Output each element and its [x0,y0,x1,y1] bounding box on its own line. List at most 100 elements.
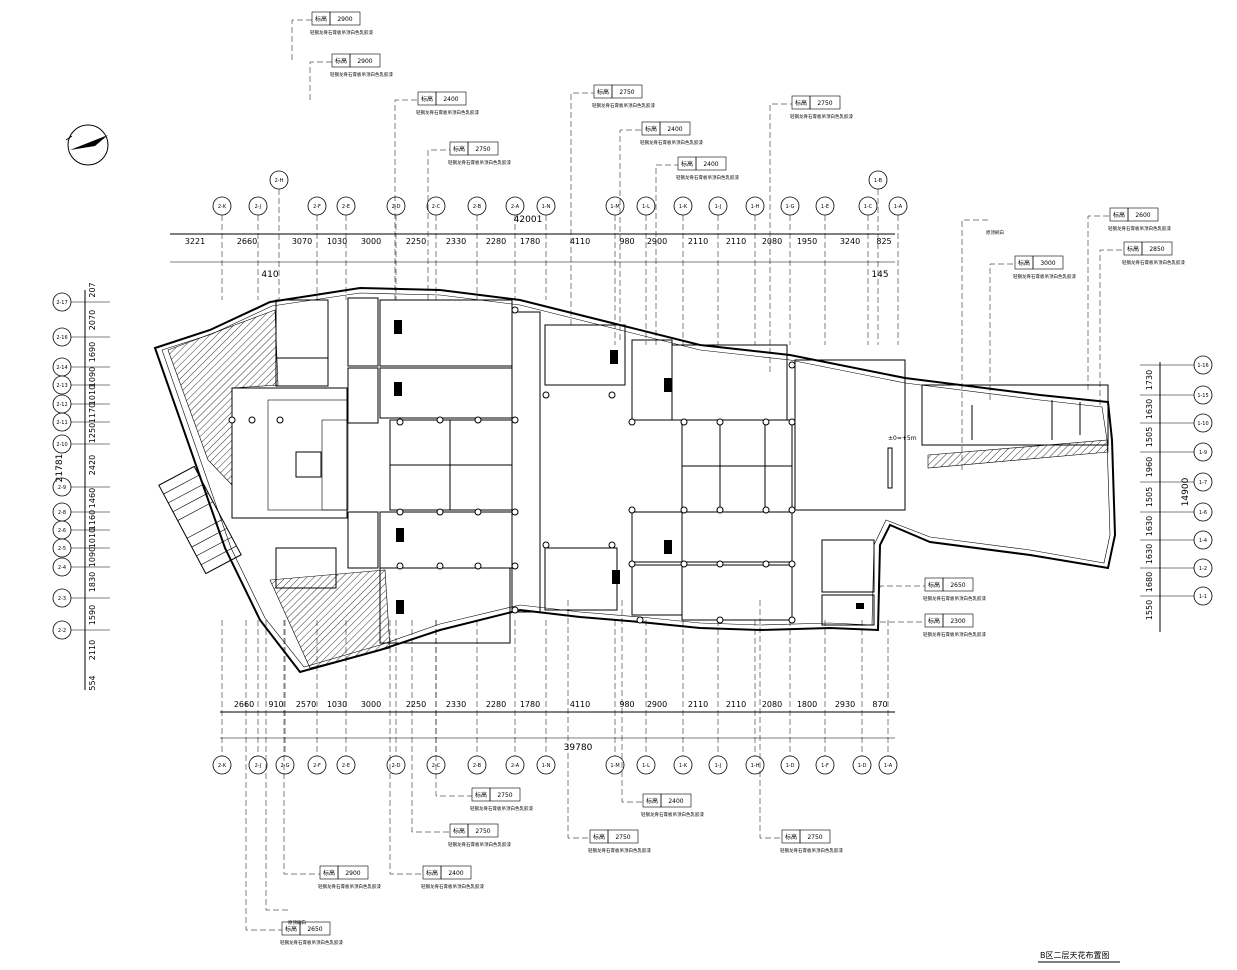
top-callout-tag: 标高 [453,145,465,153]
top-axis-label: 2-B [473,204,482,210]
right-axis-label: 1-15 [1197,393,1208,399]
bottom-axis-label: 2-G [280,763,289,769]
bottom-dimension: 1800 [797,700,817,709]
column-dot [608,541,616,549]
top-callout-value: 3000 [1040,260,1055,267]
top-callout-note: 轻钢龙骨石膏板吊顶白色乳胶漆 [310,29,373,36]
bottom-dimension: 980 [619,700,634,709]
right-axis-group: 1-161-151-101-91-71-61-41-21-11730163015… [1140,355,1213,632]
bottom-callout-value: 2750 [497,792,512,799]
top-sub-dimension-right: 145 [871,270,888,280]
bottom-axis-label: 1-A [884,763,893,769]
bottom-callout-note: 轻钢龙骨石膏板吊顶白色乳胶漆 [588,847,651,854]
right-dimension: 1730 [1145,370,1154,390]
left-axis-label: 2-4 [58,565,66,571]
column-dot [680,418,688,426]
bottom-callout-tag: 标高 [593,833,605,841]
left-axis-label: 2-3 [58,596,66,602]
top-callout-tag: 标高 [795,99,807,107]
column-dot [542,541,550,549]
top-callout-note: 轻钢龙骨石膏板吊顶白色乳胶漆 [640,139,703,146]
left-dimension: 1010 [88,528,97,548]
top-axis-label: 2-E [342,204,350,210]
left-dimension: 1170 [88,403,97,423]
bottom-dimension: 4110 [570,700,590,709]
right-callout-tag: 标高 [928,581,940,589]
bottom-callout-note: 轻钢龙骨石膏板吊顶白色乳胶漆 [318,883,381,890]
bottom-dimension: 3000 [361,700,381,709]
bottom-dimension: 1780 [520,700,540,709]
top-dimension: 2660 [237,237,257,246]
column-dot [511,508,519,516]
left-axis-label: 2-13 [56,383,67,389]
left-dimension: 1160 [88,510,97,530]
top-axis-label: 2-K [218,204,227,210]
column-dot [436,562,444,570]
left-axis-label: 2-10 [56,442,67,448]
top-total-dimension: 42001 [514,215,543,225]
top-dimension: 2900 [647,237,667,246]
left-axis-label: 2-9 [58,485,66,491]
left-axis-label: 2-16 [56,335,67,341]
bottom-dimension: 910 [268,700,283,709]
column-dot [716,506,724,514]
top-callout-tag: 标高 [421,95,433,103]
bottom-callout-note: 轻钢龙骨石膏板吊顶白色乳胶漆 [470,805,533,812]
left-dimension: 1460 [88,488,97,508]
top-axis-label: 2-H [275,178,284,184]
top-callout-value: 2400 [703,161,718,168]
column-dot [788,506,796,514]
top-sub-dimension-left: 410 [261,270,278,280]
right-axis-label: 1-16 [1197,363,1208,369]
left-axis-group: 2-172-162-142-132-122-112-102-92-82-62-5… [52,282,110,691]
top-callout-value: 2750 [817,100,832,107]
bottom-axis-label: 2-E [342,763,350,769]
bottom-callout-value: 2400 [448,870,463,877]
column-dot [716,616,724,624]
bottom-axis-label: 1-H [751,763,760,769]
column-dot [396,418,404,426]
bottom-dimension: 1030 [327,700,347,709]
top-callout-value: 2900 [357,58,372,65]
bottom-total-dimension: 39780 [564,743,593,753]
top-callout-note: 轻钢龙骨石膏板吊顶白色乳胶漆 [676,174,739,181]
top-dimension: 3221 [185,237,205,246]
column-dot [474,508,482,516]
column-dot [248,416,256,424]
right-dimension: 1630 [1145,399,1154,419]
bottom-callout-value: 2750 [807,834,822,841]
top-dimension: 2250 [406,237,426,246]
bottom-axis-label: 1-D [786,763,795,769]
column-dot [628,560,636,568]
right-axis-label: 1-1 [1199,594,1207,600]
top-callout-note: 轻钢龙骨石膏板吊顶白色乳胶漆 [416,109,479,116]
bottom-callout-note: 轻钢龙骨石膏板吊顶白色乳胶漆 [780,847,843,854]
left-axis-label: 2-11 [56,420,67,426]
right-axis-label: 1-2 [1199,566,1207,572]
column-dot [436,508,444,516]
left-dimension: 1090 [88,547,97,567]
left-axis-label: 2-12 [56,402,67,408]
bottom-dimension: 2930 [835,700,855,709]
north-arrow-icon [65,124,109,166]
bottom-dimension: 2080 [762,700,782,709]
top-callout-note: 轻钢龙骨石膏板吊顶白色乳胶漆 [1108,225,1171,232]
right-axis-label: 1-7 [1199,480,1207,486]
column-dot [788,418,796,426]
bottom-axis-label: 1-J [715,763,722,769]
top-callout-note: 轻钢龙骨石膏板吊顶白色乳胶漆 [790,113,853,120]
left-dimension: 2420 [88,455,97,475]
bottom-callout-note: 轻钢龙骨石膏板吊顶白色乳胶漆 [421,883,484,890]
bottom-callout-note: 轻钢龙骨石膏板吊顶白色乳胶漆 [641,811,704,818]
bottom-callout-value: 2900 [345,870,360,877]
left-dimension: 1690 [88,342,97,362]
left-total-dimension: 21781 [55,454,65,483]
bottom-callout-value: 2650 [307,926,322,933]
column-dot [788,616,796,624]
top-dimension: 2110 [688,237,708,246]
bottom-axis-label: 2-A [511,763,520,769]
bottom-axis-label: 2-B [473,763,482,769]
top-callout-tag: 标高 [1018,259,1030,267]
bottom-dimension: 2900 [647,700,667,709]
